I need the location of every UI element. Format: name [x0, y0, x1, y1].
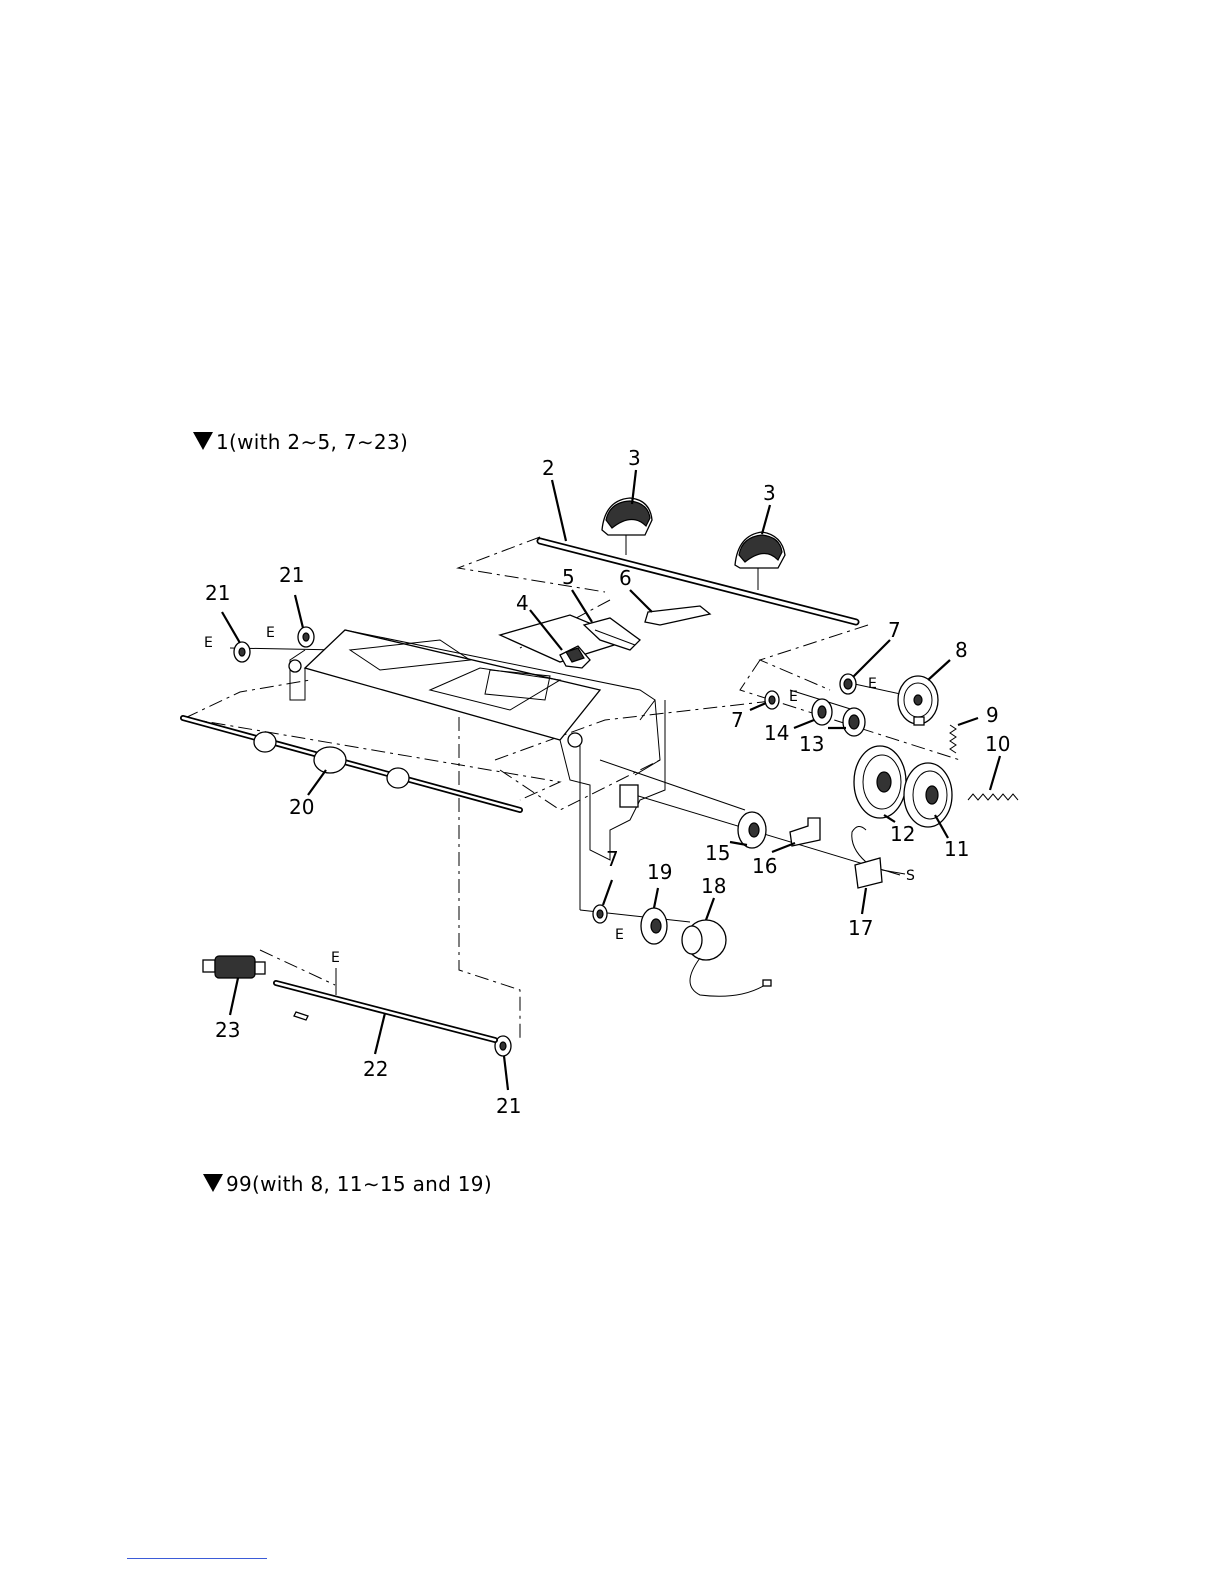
label-8: 8 — [955, 638, 968, 662]
label-4: 4 — [516, 591, 529, 615]
label-14: 14 — [764, 721, 789, 745]
label-7b: 7 — [731, 708, 744, 732]
label-5: 5 — [562, 565, 575, 589]
bushing-part-21a — [234, 642, 250, 662]
gear-part-8 — [898, 676, 938, 725]
assembly-note-kit-text: 99(with 8, 11∼15 and 19) — [226, 1172, 492, 1196]
label-21a: 21 — [205, 581, 230, 605]
label-15: 15 — [705, 841, 730, 865]
label-17: 17 — [848, 916, 873, 940]
label-20: 20 — [289, 795, 314, 819]
label-23: 23 — [215, 1018, 240, 1042]
gear-part-11 — [904, 763, 952, 827]
bushing-part-21b — [298, 627, 314, 647]
e-clip-marker-6: E — [331, 950, 340, 966]
label-21c: 21 — [496, 1094, 521, 1118]
label-9: 9 — [986, 703, 999, 727]
gear-part-12 — [854, 746, 906, 818]
e-clip-marker-3: E — [868, 676, 877, 692]
label-19: 19 — [647, 860, 672, 884]
screw-marker: S — [906, 868, 915, 884]
assembly-note-kit: 99(with 8, 11∼15 and 19) — [203, 1172, 492, 1196]
feed-roller-shaft-part-20 — [183, 718, 520, 810]
label-7c: 7 — [606, 847, 619, 871]
spring-part-9 — [950, 725, 956, 753]
label-18: 18 — [701, 874, 726, 898]
torque-limiter-part-23 — [203, 956, 265, 978]
gear-part-13 — [843, 708, 865, 736]
pickup-roller-part-3b — [735, 532, 785, 568]
lower-shaft-part-22 — [276, 968, 495, 1040]
gear-part-14 — [812, 699, 832, 725]
label-16: 16 — [752, 854, 777, 878]
frame-plate — [289, 615, 665, 860]
bushing-part-7c — [593, 905, 607, 923]
lever-part-16 — [790, 818, 820, 846]
label-11: 11 — [944, 837, 969, 861]
e-clip-marker-1: E — [204, 635, 213, 651]
label-21b: 21 — [279, 563, 304, 587]
e-clip-marker-2: E — [266, 625, 275, 641]
gear-part-15 — [738, 812, 766, 848]
gear-part-19 — [641, 908, 667, 944]
label-6: 6 — [619, 566, 632, 590]
triangle-marker-icon — [203, 1174, 223, 1192]
label-3a: 3 — [628, 446, 641, 470]
dashed-guide-lines — [185, 530, 960, 1040]
e-clip-marker-4: E — [789, 689, 798, 705]
pickup-roller-part-3a — [602, 498, 652, 535]
footer-rule — [127, 1558, 267, 1559]
label-22: 22 — [363, 1057, 388, 1081]
label-7a: 7 — [888, 618, 901, 642]
label-10: 10 — [985, 732, 1010, 756]
bushing-part-7b — [765, 691, 779, 709]
e-clip-marker-5: E — [615, 927, 624, 943]
label-13: 13 — [799, 732, 824, 756]
spring-part-10 — [968, 794, 1018, 800]
motor-part-18 — [682, 920, 771, 996]
label-3b: 3 — [763, 481, 776, 505]
label-2: 2 — [542, 456, 555, 480]
label-12: 12 — [890, 822, 915, 846]
part-6 — [645, 606, 710, 625]
